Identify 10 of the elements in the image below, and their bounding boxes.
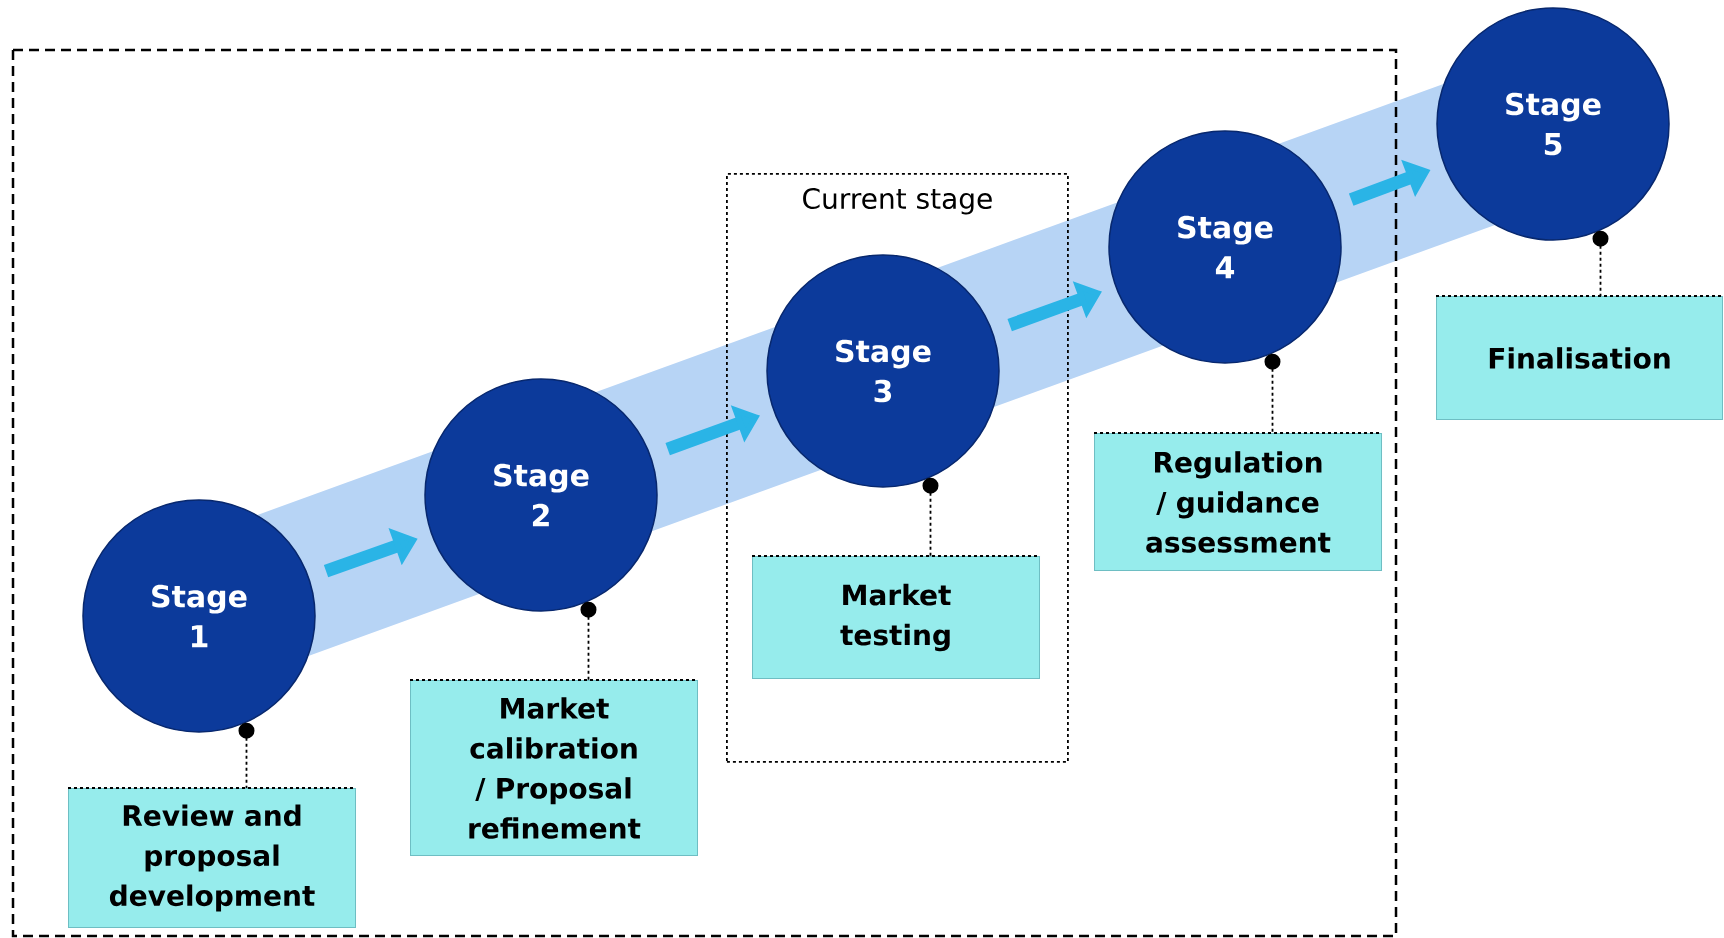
leader-line bbox=[580, 601, 597, 681]
stage-box: Market testing bbox=[751, 555, 1041, 679]
leader-line bbox=[238, 722, 255, 789]
leader-line bbox=[922, 477, 939, 557]
leader-line bbox=[1264, 353, 1281, 434]
leader-line bbox=[1592, 230, 1609, 297]
stage-box: Finalisation bbox=[1435, 295, 1724, 420]
stage-box: Market calibration / Proposal refinement bbox=[409, 679, 699, 856]
stage-box: Review and proposal development bbox=[67, 787, 357, 928]
stage-box: Regulation / guidance assessment bbox=[1093, 432, 1383, 571]
